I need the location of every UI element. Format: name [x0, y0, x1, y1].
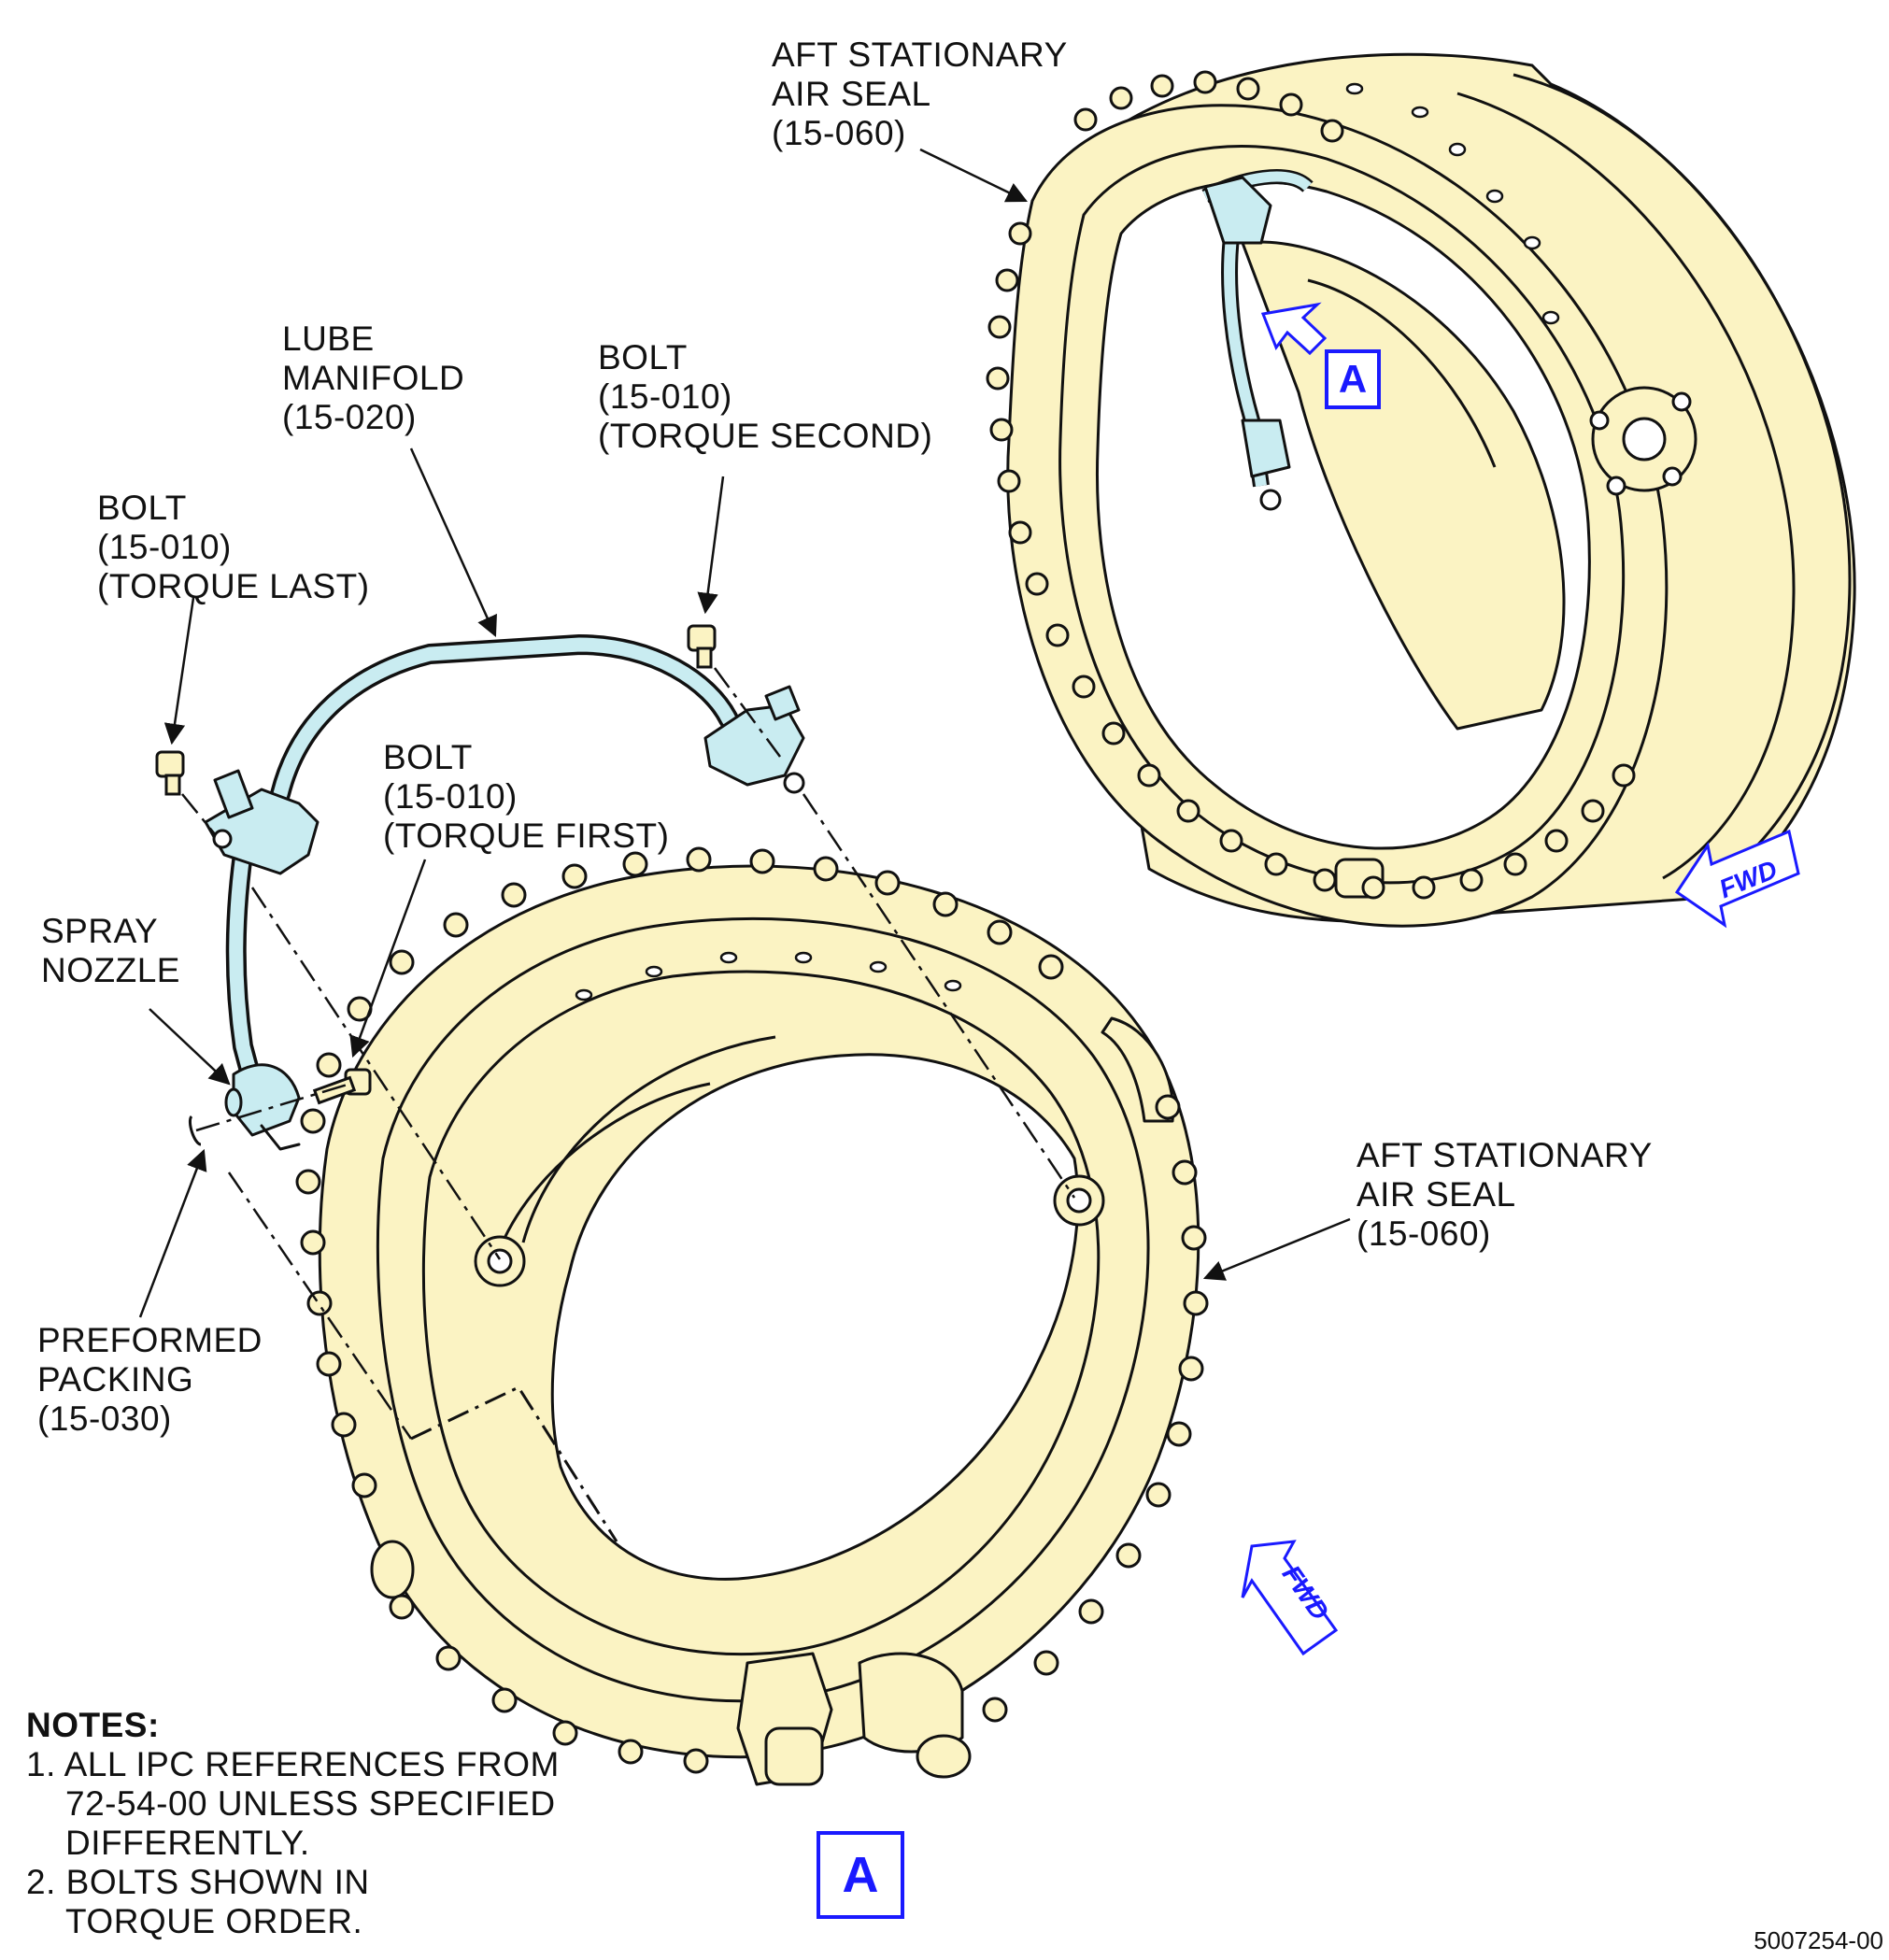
notes-title: NOTES:: [26, 1706, 160, 1744]
view-ref-top: A: [1325, 349, 1381, 409]
label-bolt-last: BOLT(15-010)(TORQUE LAST): [97, 489, 370, 605]
leader-lines: [138, 148, 1351, 1318]
note-1-line-3: DIFFERENTLY.: [65, 1824, 310, 1862]
lube-manifold: [204, 634, 805, 1151]
flange-teeth-bottom: [295, 846, 1209, 1774]
bolts: [155, 624, 717, 1105]
notes-block: NOTES: 1. ALL IPC REFERENCES FROM 72-54-…: [26, 1706, 560, 1941]
bolt-second: [687, 624, 717, 669]
label-bolt-first: BOLT(15-010)(TORQUE FIRST): [383, 738, 670, 855]
label-bolt-second: BOLT(15-010)(TORQUE SECOND): [598, 338, 933, 455]
note-1-line-1: 1. ALL IPC REFERENCES FROM: [26, 1745, 560, 1783]
air-seal-bottom: [318, 864, 1200, 1786]
fwd-arrow-bottom: [1241, 1540, 1339, 1656]
flange-teeth-top: [986, 70, 1636, 900]
preformed-packing: [188, 1115, 202, 1146]
air-seal-top: [1006, 52, 1856, 928]
note-2-line-2: TORQUE ORDER.: [65, 1902, 363, 1940]
view-a-arrow: [1260, 302, 1328, 356]
note-2-line-1: 2. BOLTS SHOWN IN: [26, 1863, 370, 1901]
doc-number: 5007254-00: [1754, 1926, 1883, 1954]
bolt-first: [312, 1068, 372, 1105]
view-ref-bottom: A: [817, 1831, 904, 1919]
note-1-line-2: 72-54-00 UNLESS SPECIFIED: [65, 1784, 556, 1823]
bolt-last: [155, 750, 185, 796]
center-lines: [181, 667, 1076, 1440]
fwd-arrow-top: [1674, 829, 1800, 929]
